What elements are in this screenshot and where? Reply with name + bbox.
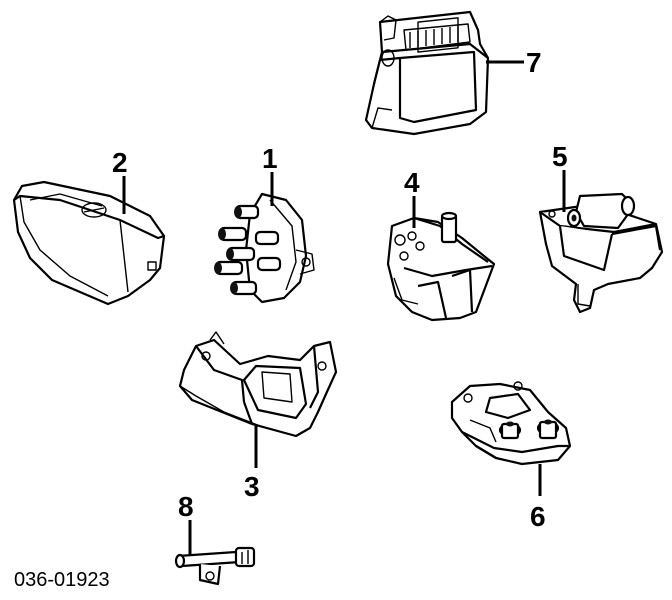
callout-3: 3 (244, 426, 260, 502)
part-3-bracket (178, 331, 338, 438)
callout-7: 7 (486, 47, 542, 78)
part-6-control-assembly (450, 381, 572, 466)
part-1-distributor-cap (214, 192, 315, 304)
callout-5: 5 (552, 141, 568, 212)
callout-8-label: 8 (178, 491, 194, 522)
callout-1: 1 (262, 143, 278, 206)
part-7-control-module (364, 10, 490, 136)
cap-terminals (214, 204, 282, 296)
callout-3-label: 3 (244, 471, 260, 502)
diagram-reference-code: 036-01923 (14, 569, 110, 591)
part-2-cover (12, 180, 166, 306)
part-8-sensor (174, 546, 256, 586)
callout-8: 8 (178, 491, 194, 556)
callout-2: 2 (112, 147, 128, 214)
callout-6: 6 (530, 464, 546, 532)
callout-5-label: 5 (552, 141, 568, 172)
callout-6-label: 6 (530, 501, 546, 532)
callout-7-label: 7 (526, 47, 542, 78)
callout-4: 4 (404, 167, 420, 228)
callout-1-label: 1 (262, 143, 278, 174)
part-5-ignition-coil (538, 192, 664, 314)
callout-4-label: 4 (404, 167, 420, 198)
part-4-ignition-module (386, 211, 496, 322)
callout-2-label: 2 (112, 147, 128, 178)
